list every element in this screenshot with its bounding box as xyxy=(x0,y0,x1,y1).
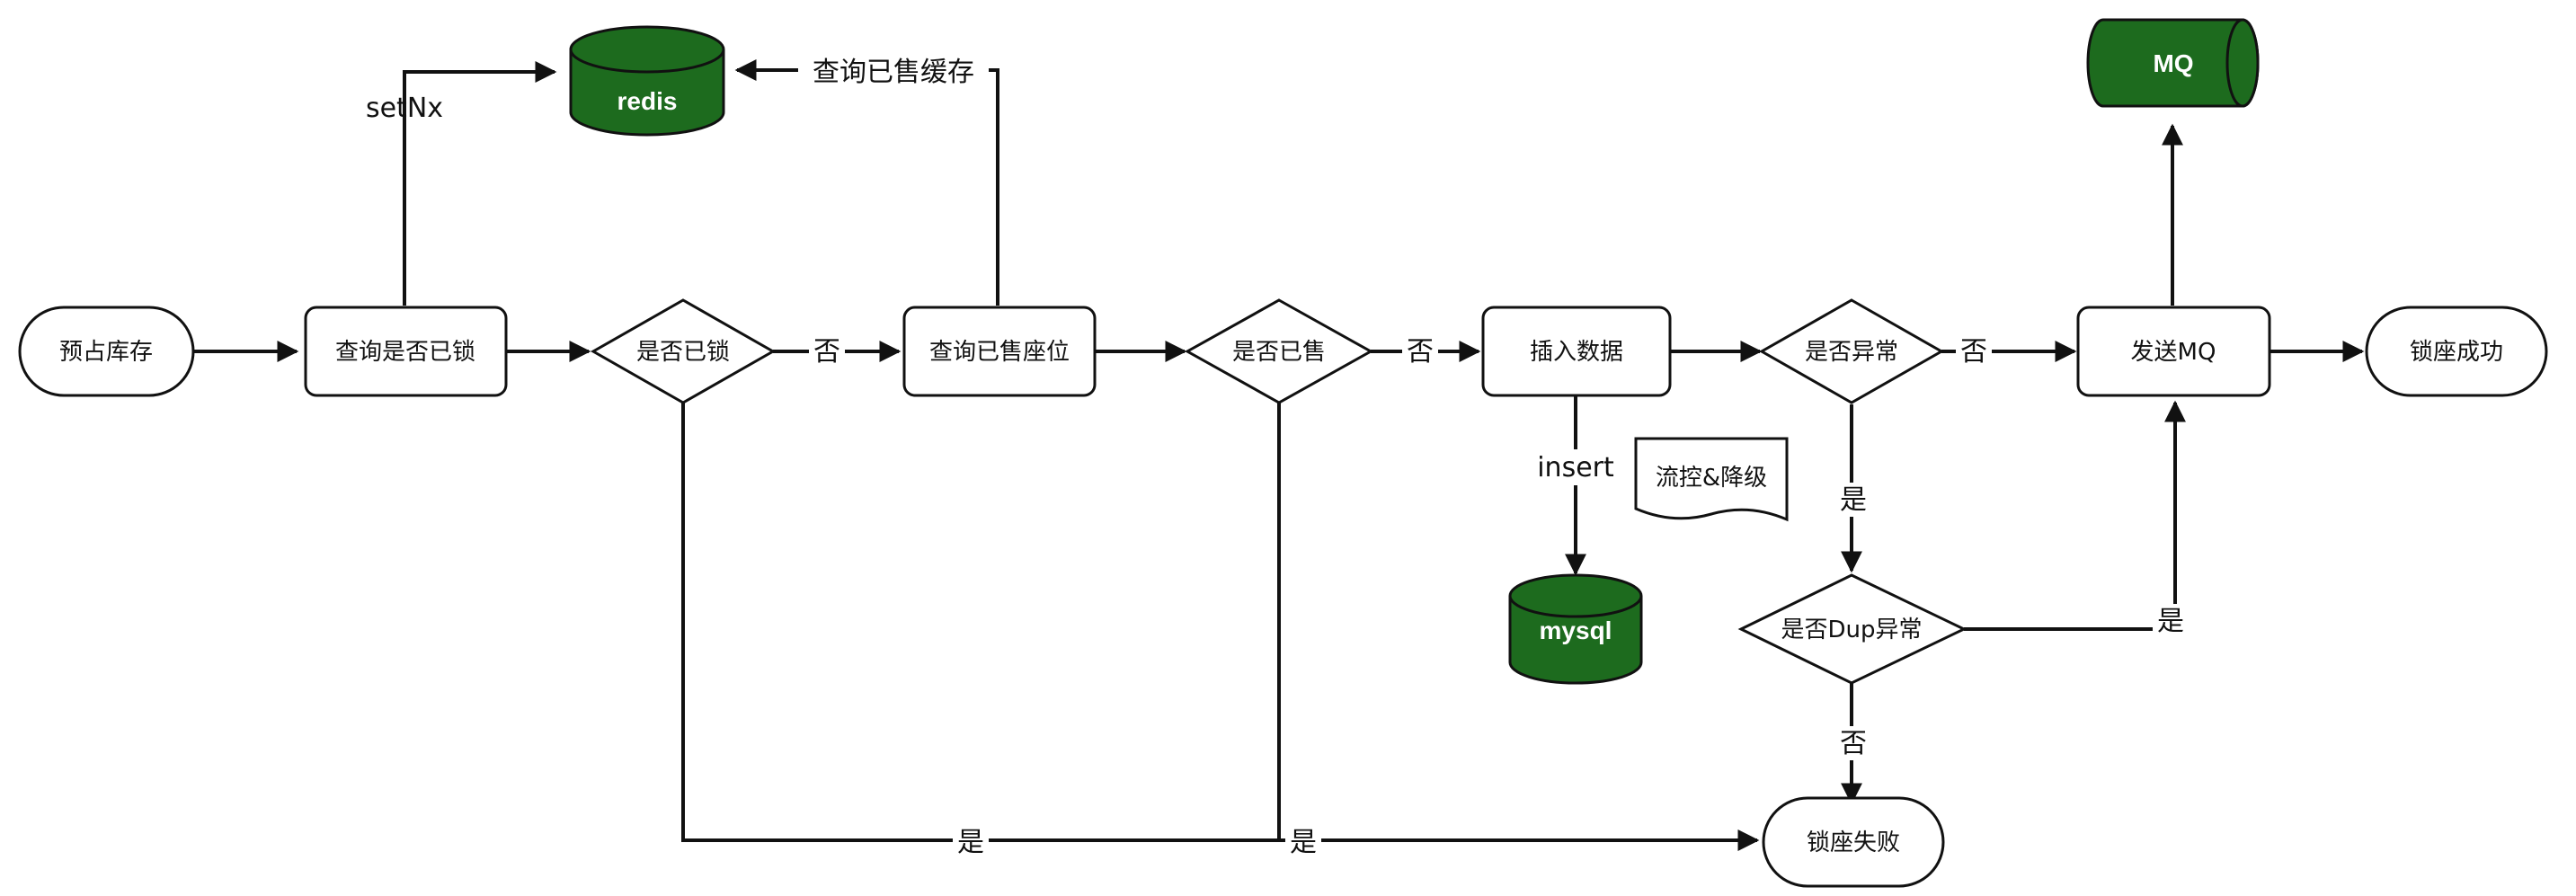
node-is-locked: 是否已锁 xyxy=(590,298,777,404)
node-fail: 锁座失败 xyxy=(1762,796,1945,888)
node-insert: 插入数据 xyxy=(1481,306,1672,397)
node-fail-label: 锁座失败 xyxy=(1807,829,1900,856)
node-is-error-label: 是否异常 xyxy=(1805,339,1898,366)
edge-is-locked-to-fail xyxy=(681,403,1760,851)
node-is-sold: 是否已售 xyxy=(1184,298,1374,404)
node-start-label: 预占库存 xyxy=(59,339,153,366)
mq-label: MQ xyxy=(2153,49,2193,77)
mysql-label: mysql xyxy=(1540,617,1612,644)
node-insert-label: 插入数据 xyxy=(1530,339,1623,366)
edge-is-dup-to-send-mq xyxy=(1964,400,2186,631)
node-success: 锁座成功 xyxy=(2365,306,2548,397)
node-query-sold-label: 查询已售座位 xyxy=(929,339,1070,366)
node-is-locked-label: 是否已锁 xyxy=(636,339,730,366)
node-is-sold-label: 是否已售 xyxy=(1232,339,1326,366)
mq-queue-icon: MQ xyxy=(2086,18,2260,108)
edge-label-no-locked: 否 xyxy=(813,336,840,368)
node-query-lock: 查询是否已锁 xyxy=(304,306,508,397)
node-query-sold: 查询已售座位 xyxy=(902,306,1097,397)
edge-label-yes-locked: 是 xyxy=(957,827,984,858)
node-success-label: 锁座成功 xyxy=(2410,339,2503,366)
node-query-lock-label: 查询是否已锁 xyxy=(335,339,475,366)
redis-label: redis xyxy=(617,87,678,115)
edge-label-yes-error: 是 xyxy=(1840,484,1867,516)
mysql-database-icon: mysql xyxy=(1508,573,1643,685)
edge-label-query-sold-cache: 查询已售缓存 xyxy=(813,57,974,88)
node-flow-control-label: 流控&降级 xyxy=(1656,465,1767,492)
edge-label-setnx: setNx xyxy=(366,93,443,124)
edge-label-yes-dup: 是 xyxy=(2157,606,2184,637)
edge-label-yes-sold: 是 xyxy=(1290,827,1317,858)
edge-label-no-dup: 否 xyxy=(1840,728,1867,759)
edge-query-sold-to-redis xyxy=(734,59,999,306)
node-flow-control: 流控&降级 xyxy=(1634,437,1789,522)
node-is-dup: 是否Dup异常 xyxy=(1737,573,1968,685)
node-send-mq: 发送MQ xyxy=(2076,306,2271,397)
node-is-error: 是否异常 xyxy=(1758,298,1945,404)
edge-label-no-error: 否 xyxy=(1960,336,1987,368)
redis-database-icon: redis xyxy=(569,25,725,137)
edge-label-insert: insert xyxy=(1537,452,1614,483)
node-start: 预占库存 xyxy=(18,306,195,397)
edge-query-lock-to-redis xyxy=(403,61,557,306)
node-is-dup-label: 是否Dup异常 xyxy=(1781,617,1922,643)
edge-label-no-sold: 否 xyxy=(1407,336,1434,368)
node-send-mq-label: 发送MQ xyxy=(2131,339,2216,366)
